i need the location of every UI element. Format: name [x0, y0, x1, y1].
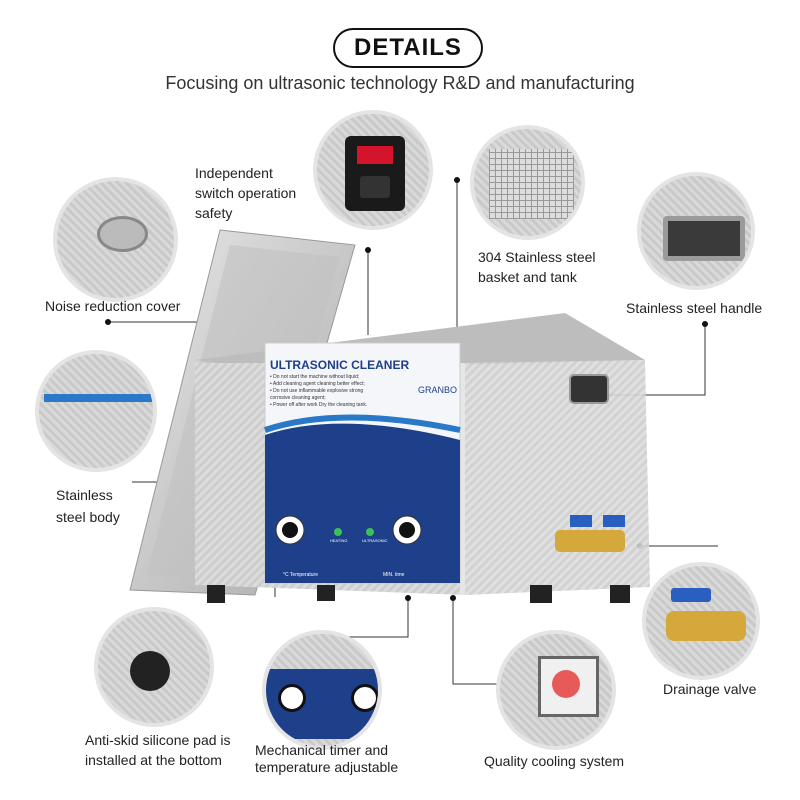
heating-label: HEATING	[330, 538, 348, 543]
ultrasonic-cleaner-machine	[129, 229, 650, 603]
panel-title: ULTRASONIC CLEANER	[270, 358, 410, 372]
ultrasonic-label: ULTRASONIC	[362, 538, 388, 543]
callout-cooling: Quality cooling system	[484, 753, 625, 769]
panel-notes: • Do not start the machine without liqui…	[270, 374, 368, 408]
basket-detail-image	[470, 125, 585, 240]
switch-detail-image	[313, 110, 433, 230]
temp-label: °C Temperature	[283, 572, 318, 578]
cover-detail-image	[53, 177, 178, 302]
time-label: MIN. time	[383, 572, 405, 578]
side-handle	[569, 374, 609, 404]
handle-detail-image	[637, 172, 755, 290]
body-detail-image	[35, 350, 157, 472]
page-subtitle: Focusing on ultrasonic technology R&D an…	[165, 73, 635, 93]
cooling-line	[452, 598, 512, 685]
callout-valve: Drainage valve	[663, 681, 757, 697]
page-title: DETAILS	[354, 34, 462, 61]
side-face	[465, 360, 650, 595]
drain-valve	[555, 530, 625, 552]
panel-brand: GRANBO	[418, 385, 458, 395]
timer-detail-image	[262, 630, 382, 750]
callout-handle: Stainless steel handle	[626, 300, 763, 316]
timer-line	[330, 598, 409, 638]
cooling-detail-image	[496, 630, 616, 750]
pad-detail-image	[94, 607, 214, 727]
details-title-pill: DETAILS	[333, 28, 483, 68]
callout-cover: Noise reduction cover	[45, 298, 181, 314]
valve-detail-image	[642, 562, 760, 680]
